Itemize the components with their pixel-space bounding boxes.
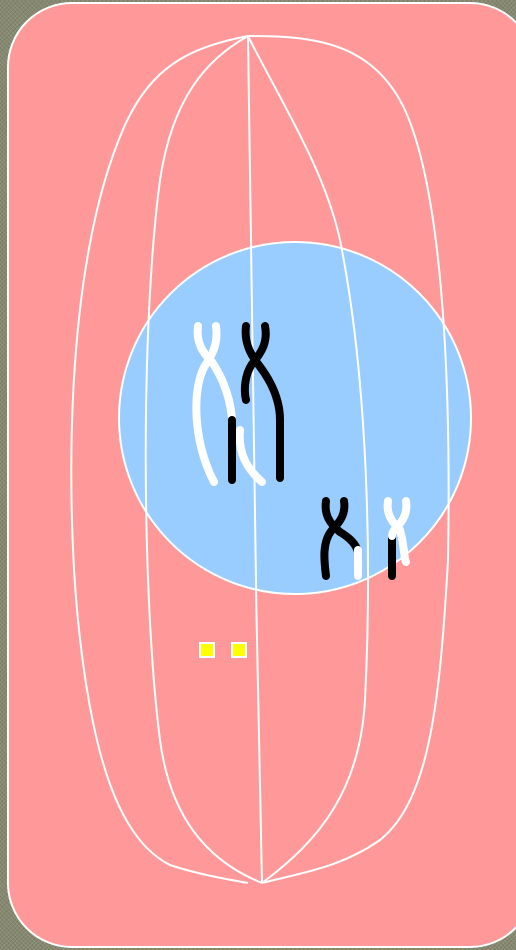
centriole-right	[232, 643, 246, 657]
centriole-left	[200, 643, 214, 657]
nucleus	[119, 242, 471, 594]
